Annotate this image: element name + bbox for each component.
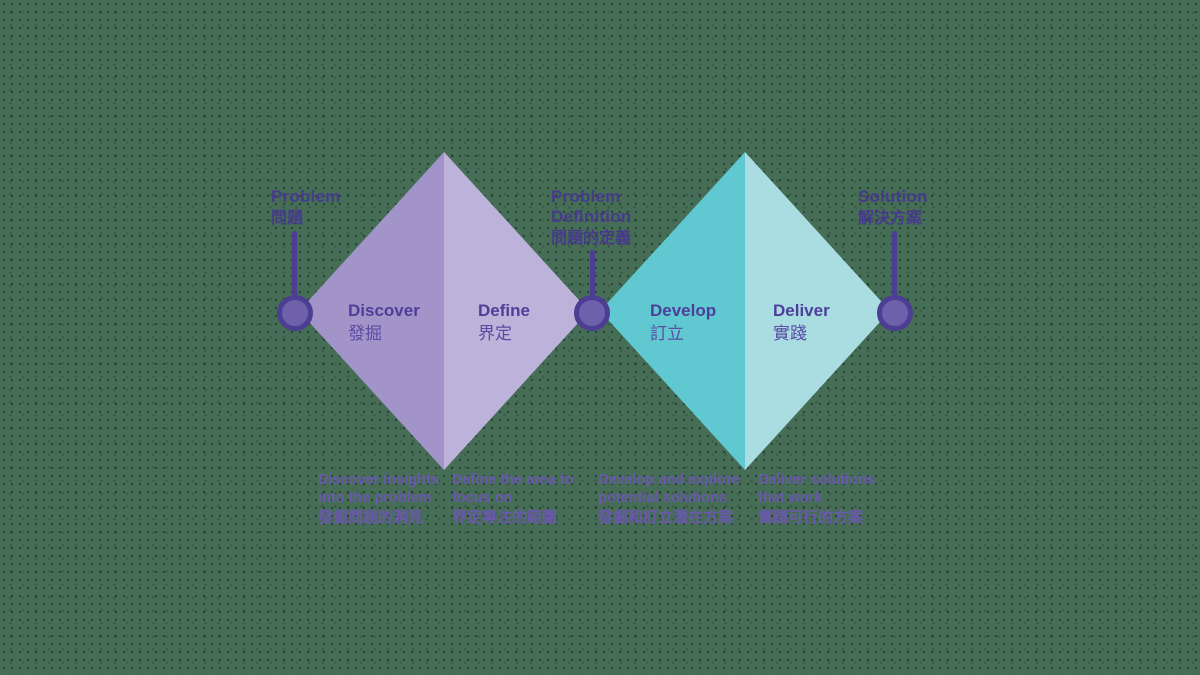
caption-deliver-zh: 實踐可行的方案 (758, 509, 864, 526)
milestone-problem-definition-node (574, 295, 610, 331)
phase-develop-en: Develop (650, 301, 717, 320)
caption-define: Define the area to focus on 界定專注的範圍 (452, 471, 574, 527)
phase-label-deliver: Deliver 實踐 (773, 301, 830, 344)
milestone-problem-definition-title-zh: 問題的定義 (551, 230, 632, 247)
milestone-problem-title: Problem (271, 187, 341, 206)
caption-define-en-line2: focus on (452, 490, 513, 506)
phase-define-zh: 界定 (478, 324, 512, 343)
milestone-problem-definition-stem (590, 250, 595, 303)
milestone-problem-label: Problem 問題 (271, 187, 340, 229)
problem-diamond (299, 152, 589, 470)
caption-define-zh: 界定專注的範圍 (452, 509, 558, 526)
milestone-solution-node (877, 295, 913, 331)
caption-discover-en-line2: into the problem (318, 490, 432, 506)
caption-discover: Discover insights into the problem 發掘問題的… (318, 471, 439, 527)
milestone-solution-title: Solution (858, 187, 928, 206)
caption-develop-en-line1: Develop and explore (598, 472, 740, 488)
milestone-solution-stem (892, 231, 897, 303)
phase-label-define: Define 界定 (478, 301, 530, 344)
phase-discover-zh: 發掘 (348, 324, 382, 343)
phase-deliver-en: Deliver (773, 301, 830, 320)
caption-develop: Develop and explore potential solutions … (598, 471, 740, 527)
milestone-solution-label: Solution 解決方案 (858, 187, 928, 229)
caption-discover-en-line1: Discover insights (318, 472, 439, 488)
milestone-solution-title-zh: 解決方案 (858, 210, 923, 227)
caption-discover-zh: 發掘問題的洞見 (318, 509, 424, 526)
milestone-problem-definition-title-line2: Definition (551, 207, 632, 226)
milestone-problem-node (277, 295, 313, 331)
milestone-problem-definition-label: Problem Definition 問題的定義 (551, 187, 631, 249)
caption-deliver-en-line2: that work (758, 490, 823, 506)
caption-deliver-en-line1: Deliver solutions (758, 472, 875, 488)
milestone-problem-definition-title-line1: Problem (551, 187, 621, 206)
milestone-problem-stem (292, 231, 297, 303)
caption-develop-en-line2: potential solutions (598, 490, 727, 506)
phase-develop-zh: 訂立 (650, 324, 684, 343)
milestone-problem-title-zh: 問題 (271, 210, 304, 227)
caption-deliver: Deliver solutions that work 實踐可行的方案 (758, 471, 875, 527)
caption-define-en-line1: Define the area to (452, 472, 574, 488)
phase-label-discover: Discover 發掘 (348, 301, 420, 344)
caption-develop-zh: 發掘和訂立潛在方案 (598, 509, 734, 526)
solution-diamond (600, 152, 890, 470)
phase-label-develop: Develop 訂立 (650, 301, 716, 344)
phase-define-en: Define (478, 301, 530, 320)
phase-discover-en: Discover (348, 301, 420, 320)
phase-deliver-zh: 實踐 (773, 324, 807, 343)
